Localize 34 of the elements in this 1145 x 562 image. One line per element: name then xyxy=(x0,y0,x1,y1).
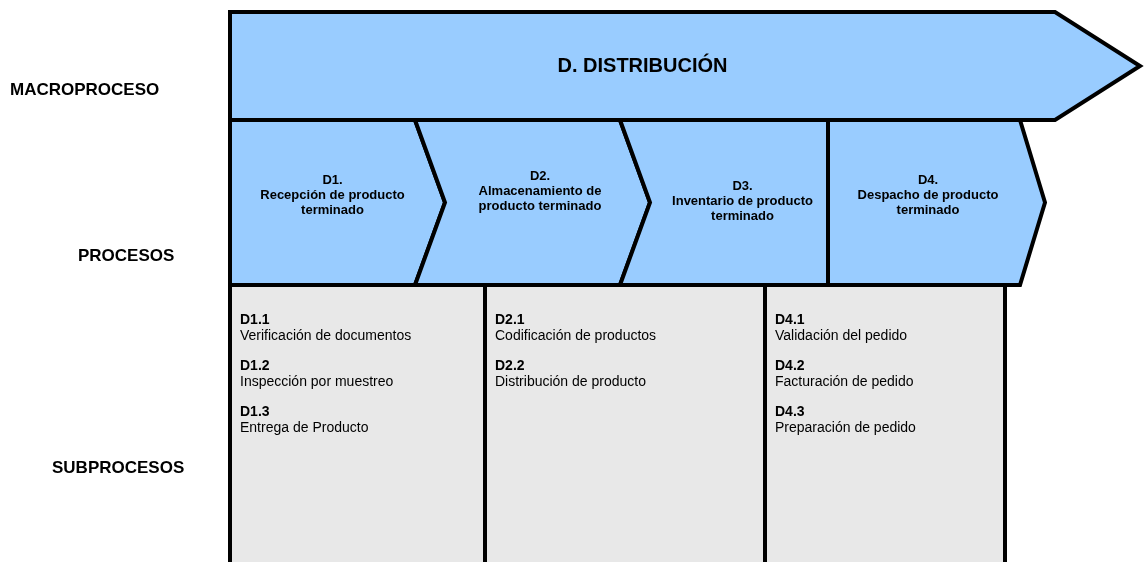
subprocess-name: Inspección por muestreo xyxy=(240,373,395,389)
subprocess-name: Codificación de productos xyxy=(495,327,658,343)
process-code: D1. xyxy=(321,172,344,187)
subprocess-code: D4.1 xyxy=(775,311,806,327)
subprocess-name: Facturación de pedido xyxy=(775,373,915,389)
subprocess-code: D2.1 xyxy=(495,311,526,327)
process-step-block xyxy=(620,120,828,285)
process-title: Despacho de producto terminado xyxy=(856,187,1000,217)
subprocess-code: D1.2 xyxy=(240,357,271,373)
row-label: MACROPROCESO xyxy=(10,80,160,100)
subprocess-code: D4.2 xyxy=(775,357,806,373)
subprocess-code: D1.3 xyxy=(240,403,271,419)
subprocess-name: Validación del pedido xyxy=(775,327,909,343)
macroprocess-title: D. DISTRIBUCIÓN xyxy=(556,54,729,77)
subprocess-panel xyxy=(765,285,1005,562)
row-label: SUBPROCESOS xyxy=(52,458,185,478)
process-title: Recepción de producto terminado xyxy=(259,187,406,217)
subprocess-code: D2.2 xyxy=(495,357,526,373)
process-title: Almacenamiento de producto terminado xyxy=(477,183,603,213)
subprocess-name: Distribución de producto xyxy=(495,373,647,389)
subprocess-name: Entrega de Producto xyxy=(240,419,370,435)
process-code: D4. xyxy=(916,172,940,187)
subprocess-panel xyxy=(230,285,485,562)
process-step-block xyxy=(230,120,445,285)
row-label: PROCESOS xyxy=(78,246,175,266)
subprocess-panel xyxy=(485,285,765,562)
subprocess-code: D1.1 xyxy=(240,311,271,327)
subprocess-name: Verificación de documentos xyxy=(240,327,413,343)
process-code: D2. xyxy=(528,168,552,183)
subprocess-code: D4.3 xyxy=(775,403,806,419)
process-code: D3. xyxy=(731,178,754,193)
process-title: Inventario de producto terminado xyxy=(671,193,814,223)
subprocess-name: Preparación de pedido xyxy=(775,419,917,435)
process-step-block xyxy=(828,120,1045,285)
